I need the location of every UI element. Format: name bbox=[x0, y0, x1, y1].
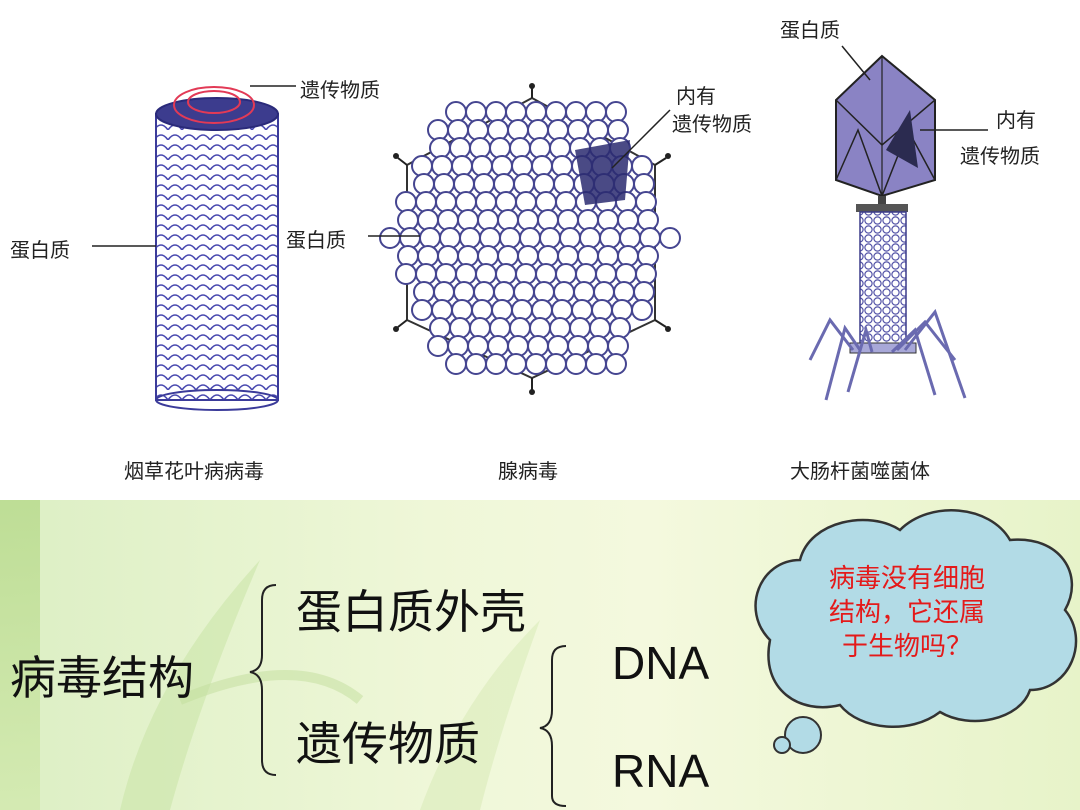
thought-cloud bbox=[754, 509, 1078, 729]
capsomere bbox=[659, 227, 681, 249]
decor-stripe bbox=[0, 500, 40, 810]
tmv-name: 烟草花叶病病毒 bbox=[124, 459, 264, 483]
cloud-bubble-small bbox=[773, 736, 791, 754]
capsomere bbox=[631, 299, 653, 321]
brace-genetic bbox=[539, 645, 567, 807]
phage-inner-label-1: 内有 bbox=[996, 108, 1036, 132]
virus-figure-panel: 遗传物质 蛋白质 烟草花叶病病毒 内有 遗传物质 蛋白质 腺病毒 蛋白质 内有 … bbox=[10, 18, 1040, 483]
tmv-rod bbox=[92, 85, 296, 411]
nucleic-type-rna: RNA bbox=[612, 745, 710, 797]
structure-part-protein: 蛋白质外壳 bbox=[296, 585, 526, 639]
phage bbox=[808, 45, 988, 401]
phage-protein-label: 蛋白质 bbox=[780, 18, 840, 42]
callout-line-3: 于生物吗？ bbox=[841, 632, 972, 662]
tmv-protein-label: 蛋白质 bbox=[10, 238, 70, 262]
structure-title: 病毒结构 bbox=[10, 651, 194, 705]
decor-leaves bbox=[120, 560, 540, 810]
adenovirus-capsid bbox=[368, 83, 681, 395]
callout-line-1: 病毒没有细胞 bbox=[828, 564, 985, 594]
adeno-inner-label-2: 遗传物质 bbox=[672, 112, 752, 136]
nucleic-type-dna: DNA bbox=[612, 637, 710, 689]
adeno-inner-label-1: 内有 bbox=[676, 84, 716, 108]
phage-name: 大肠杆菌噬菌体 bbox=[790, 459, 930, 483]
capsomere bbox=[605, 353, 627, 375]
structure-part-genetic: 遗传物质 bbox=[296, 717, 480, 771]
phage-inner-label-2: 遗传物质 bbox=[960, 144, 1040, 168]
virus-illustrations bbox=[92, 45, 988, 411]
brace-structure bbox=[249, 584, 277, 776]
callout-line-2: 结构，它还属 bbox=[828, 598, 985, 628]
callout-text: 病毒没有细胞 结构，它还属 于生物吗？ bbox=[782, 562, 1032, 664]
adeno-protein-label: 蛋白质 bbox=[286, 228, 346, 252]
cloud-bubble-large bbox=[784, 716, 822, 754]
tmv-genetic-label: 遗传物质 bbox=[300, 78, 380, 102]
adeno-name: 腺病毒 bbox=[498, 459, 558, 483]
